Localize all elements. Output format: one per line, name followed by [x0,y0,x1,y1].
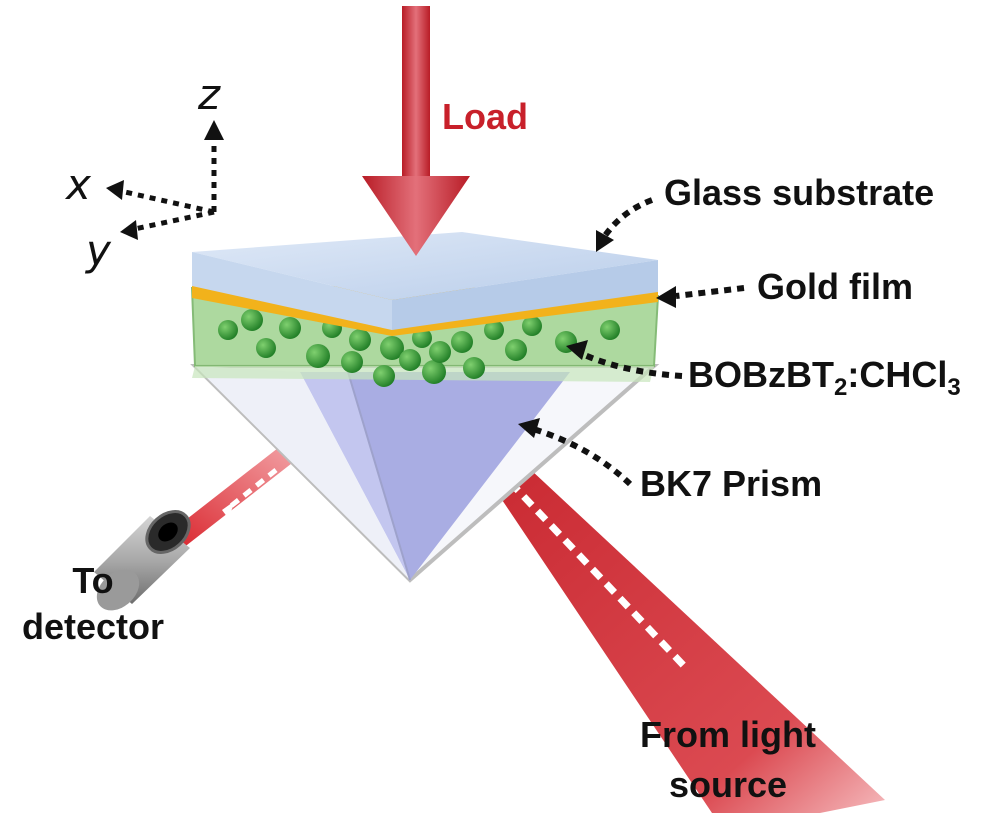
reflected-laser-beam [160,448,296,552]
nanoparticles [218,309,620,387]
glass-substrate-label: Glass substrate [664,172,935,213]
glass-substrate [192,232,658,330]
axis-z-label: z [198,70,221,119]
detector [94,510,191,611]
axis-arrowheads [106,120,224,240]
gold-film-label: Gold film [757,266,913,307]
load-label: Load [442,96,528,137]
load-arrow [362,6,470,256]
axis-x-label: x [66,160,91,209]
solution-label: BOBzBT2:CHCl3 [688,354,961,401]
pointer-arrows [529,197,745,487]
prism-label: BK7 Prism [640,463,823,504]
axis-y-label: y [86,226,111,275]
coordinate-axes [115,130,217,233]
pointer-arrowheads [518,230,676,438]
